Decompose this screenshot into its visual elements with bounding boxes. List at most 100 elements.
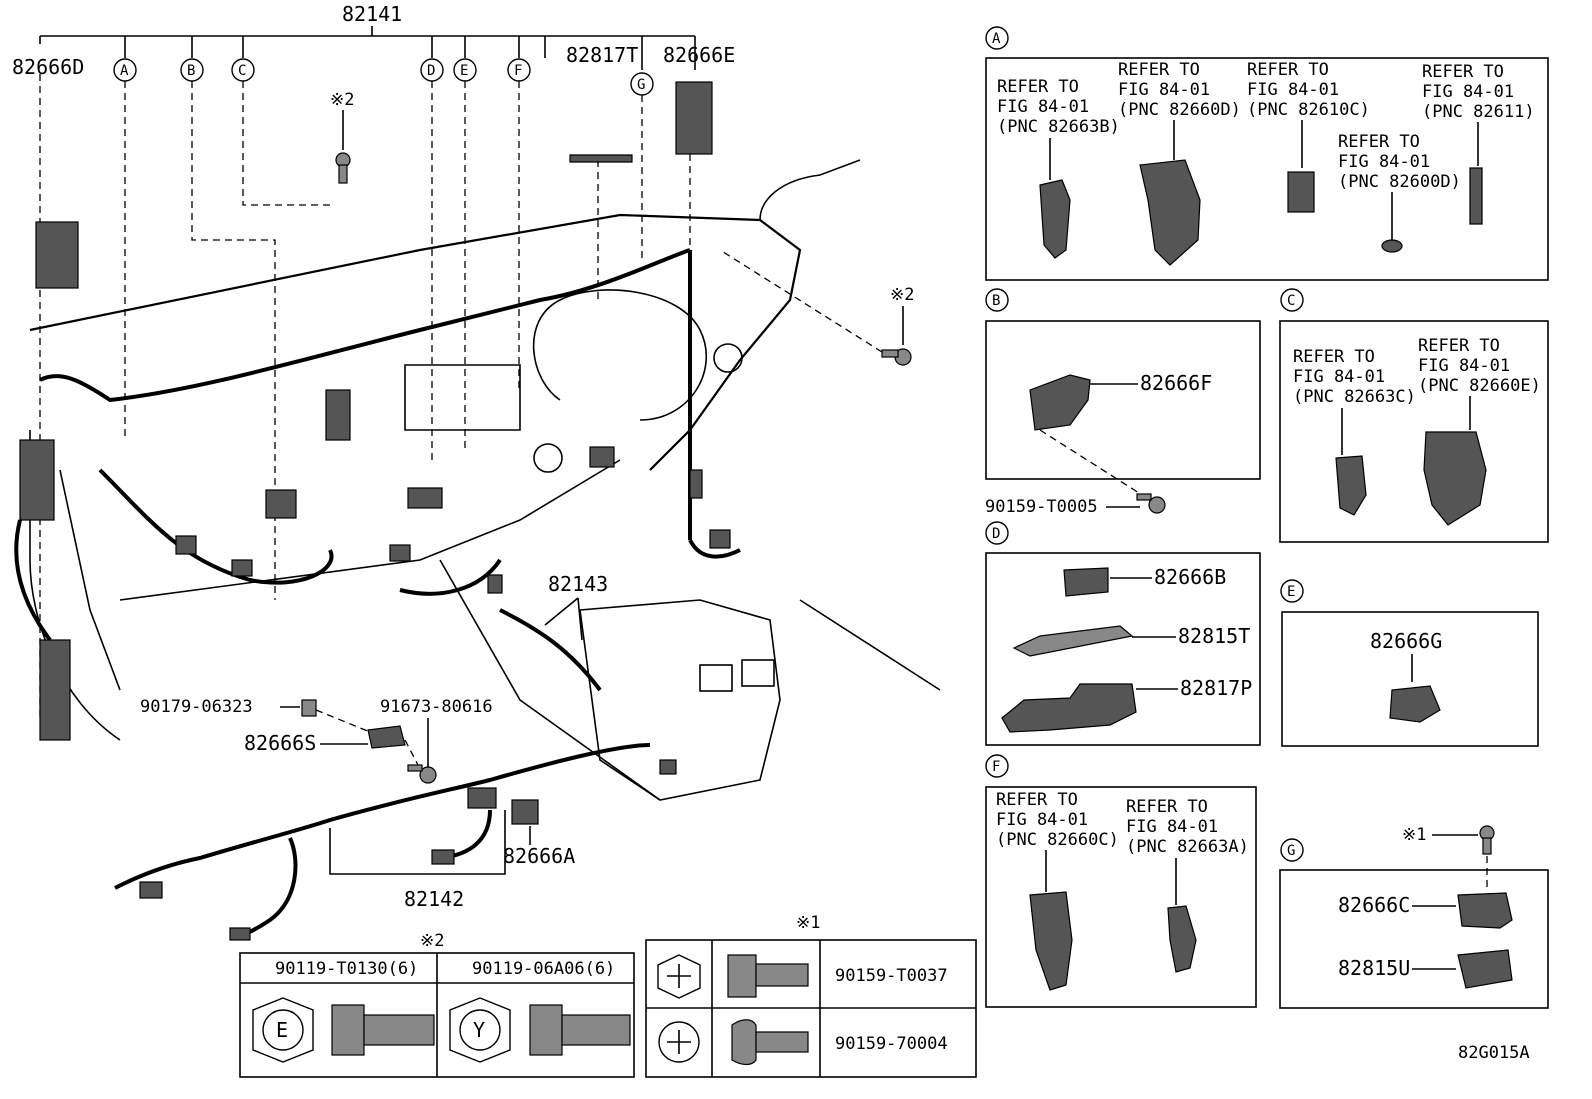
label-90159-T0005[interactable]: 90159-T0005	[985, 497, 1098, 517]
clamp-82817P-icon[interactable]	[1001, 683, 1137, 733]
connector-82666D-icon[interactable]	[35, 221, 79, 289]
connector-icon[interactable]	[1381, 239, 1403, 253]
view-callout-b[interactable]: B	[180, 58, 204, 82]
screw-side-icon	[727, 954, 809, 998]
label-82815U[interactable]: 82815U	[1338, 956, 1410, 980]
view-callout-d[interactable]: D	[420, 58, 444, 82]
connector-82666C-icon[interactable]	[1457, 892, 1513, 929]
leader-82143	[544, 597, 583, 641]
connector-icon[interactable]	[1287, 171, 1315, 213]
label-91673-80616[interactable]: 91673-80616	[380, 697, 493, 717]
table-header[interactable]: 90119-T0130(6)	[275, 959, 418, 979]
ref-text: FIG 84-01	[1293, 367, 1385, 387]
bolt-icon	[407, 764, 437, 784]
detail-d-letter: D	[992, 526, 1000, 542]
view-callout-e[interactable]: E	[453, 58, 477, 82]
screw-icon	[1479, 825, 1495, 855]
main-harness-wire	[39, 248, 691, 403]
connector-icon-3	[431, 849, 455, 865]
connector-82666B-icon[interactable]	[1063, 567, 1109, 597]
ref-text: REFER TO	[1118, 60, 1200, 80]
label-82666D[interactable]: 82666D	[12, 55, 84, 79]
bolt-mark: E	[276, 1018, 288, 1042]
connector-icon[interactable]	[1423, 431, 1487, 526]
label-82666S[interactable]: 82666S	[244, 731, 316, 755]
connector-icon[interactable]	[1139, 159, 1201, 266]
svg-text:G: G	[637, 77, 645, 93]
bolt-head-e-icon: E	[252, 997, 314, 1063]
note2-right: ※2	[890, 285, 914, 305]
label-82815T[interactable]: 82815T	[1178, 624, 1250, 648]
connector-icon-4	[467, 787, 497, 809]
ref-text: FIG 84-01	[1247, 80, 1339, 100]
label-82817T[interactable]: 82817T	[566, 43, 638, 67]
clamp-82815U-icon[interactable]	[1457, 949, 1513, 989]
table-header[interactable]: 90119-06A06(6)	[472, 959, 615, 979]
ref-text: (PNC 82660E)	[1418, 376, 1541, 396]
screw-side-icon	[731, 1019, 809, 1066]
svg-text:D: D	[427, 63, 435, 79]
harness-connectors	[19, 389, 731, 741]
label-82142[interactable]: 82142	[404, 887, 464, 911]
harness-82142-branch	[237, 837, 298, 937]
ref-text: (PNC 82660D)	[1118, 100, 1241, 120]
view-callout-a[interactable]: A	[113, 58, 137, 82]
svg-text:E: E	[460, 63, 468, 79]
table-note1-mark: ※1	[796, 913, 820, 933]
detail-a: A REFER TO FIG 84-01 (PNC 82663B) REFER …	[985, 26, 1549, 281]
detail-g-box	[1279, 869, 1549, 1009]
label-82666B[interactable]: 82666B	[1154, 565, 1226, 589]
label-82666E[interactable]: 82666E	[663, 43, 735, 67]
bolt-mark: Y	[473, 1018, 485, 1042]
console-switch-1	[699, 664, 733, 692]
label-82666F[interactable]: 82666F	[1140, 371, 1212, 395]
clamp-icon[interactable]	[1029, 374, 1091, 431]
ref-text: REFER TO	[1338, 132, 1420, 152]
console-switch-2	[741, 659, 775, 687]
ref-text: FIG 84-01	[996, 810, 1088, 830]
view-callout-f[interactable]: F	[507, 58, 531, 82]
view-callout-g[interactable]: G	[630, 72, 654, 96]
table-row[interactable]: 90159-70004	[835, 1034, 948, 1054]
ref-text: REFER TO	[1247, 60, 1329, 80]
leader-82142	[329, 810, 506, 875]
label-82666G[interactable]: 82666G	[1370, 629, 1442, 653]
label-82141[interactable]: 82141	[342, 2, 402, 26]
detail-a-box	[985, 57, 1549, 281]
connector-icon[interactable]	[1039, 179, 1071, 259]
main-harness-drawing: 82141 82666D 82817T 82666E A B C D E F	[12, 2, 941, 941]
clamp-82815T-icon[interactable]	[1012, 625, 1134, 657]
floor-edge	[799, 599, 941, 691]
label-82666A[interactable]: 82666A	[503, 844, 575, 868]
detail-e-letter: E	[1287, 584, 1295, 600]
table-row[interactable]: 90159-T0037	[835, 966, 948, 986]
label-82817P[interactable]: 82817P	[1180, 676, 1252, 700]
ref-text: REFER TO	[1418, 336, 1500, 356]
connector-icon[interactable]	[1469, 167, 1483, 225]
view-callout-c[interactable]: C	[231, 58, 255, 82]
clamp-82817T-icon[interactable]	[569, 154, 633, 163]
connector-icon[interactable]	[1167, 905, 1197, 973]
label-82666C[interactable]: 82666C	[1338, 893, 1410, 917]
connector-82666A-icon[interactable]	[511, 799, 539, 825]
connector-icon[interactable]	[1029, 891, 1073, 991]
bracket-82666S-icon[interactable]	[367, 725, 406, 749]
ref-text: FIG 84-01	[1418, 356, 1510, 376]
ref-text: FIG 84-01	[997, 97, 1089, 117]
connector-82666G-icon[interactable]	[1389, 685, 1441, 723]
hex-phillips-head-icon	[657, 954, 701, 999]
bolt-icon	[1136, 493, 1166, 514]
detail-b-letter: B	[992, 293, 1000, 309]
connector-82666E-icon[interactable]	[675, 81, 713, 155]
ref-text: REFER TO	[1422, 62, 1504, 82]
dashboard-lower	[119, 459, 661, 801]
label-82143[interactable]: 82143	[548, 572, 608, 596]
detail-b: B 82666F 90159-T0005	[985, 288, 1261, 517]
table-note2-grid	[240, 953, 634, 1077]
label-90179-06323[interactable]: 90179-06323	[140, 697, 253, 717]
svg-text:A: A	[120, 63, 129, 79]
detail-f-letter: F	[992, 759, 1000, 775]
connector-icon[interactable]	[1335, 455, 1367, 516]
table-note2: ※2 90119-T0130(6) 90119-06A06(6) E Y	[239, 931, 635, 1078]
ref-text: (PNC 82663C)	[1293, 387, 1416, 407]
